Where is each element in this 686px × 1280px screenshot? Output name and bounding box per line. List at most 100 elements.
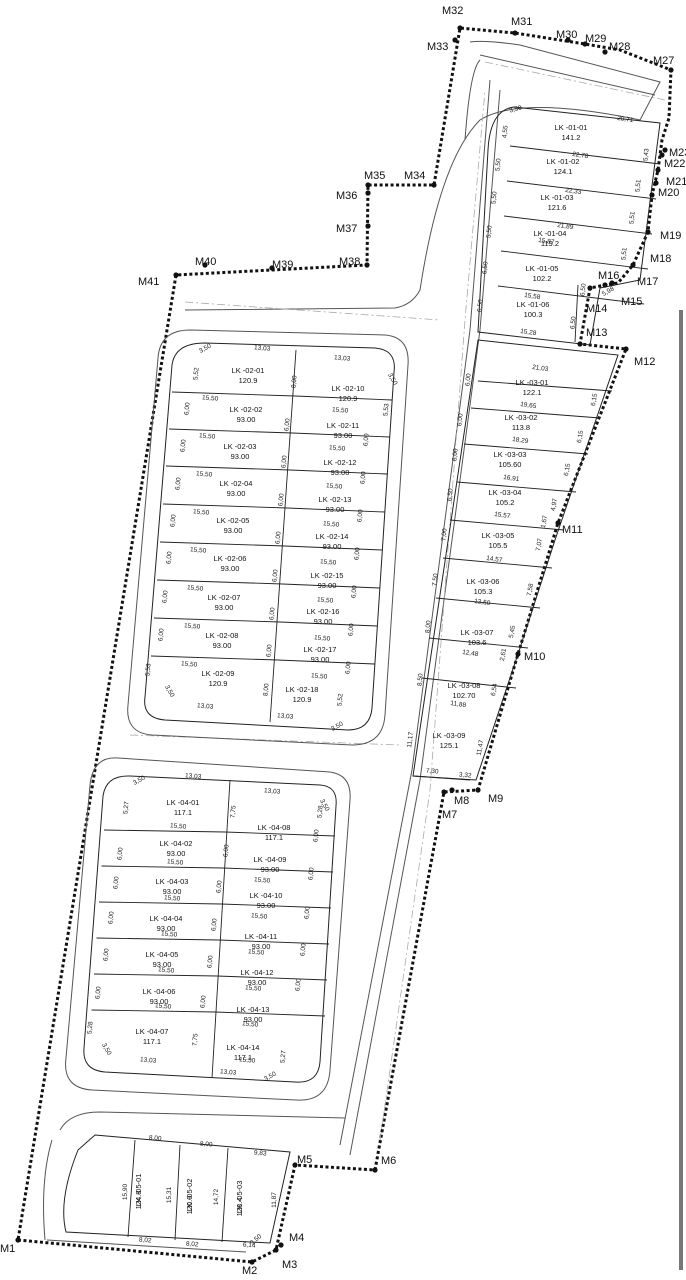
dimension-73: 19,65 xyxy=(520,401,537,410)
dimension-24: 15,50 xyxy=(332,406,349,414)
plot-divider xyxy=(98,901,222,905)
plot-id-b04l-5: LK -04-05 xyxy=(146,950,179,959)
plot-area-b04l-5: 93.00 xyxy=(153,960,172,969)
plot-area-b03-2: 113.8 xyxy=(512,423,530,432)
marker-point-m2 xyxy=(249,1259,255,1265)
plot-id-b02r-1: LK -02-10 xyxy=(332,384,365,393)
dimension-39: 5,52 xyxy=(192,367,200,381)
plot-divider xyxy=(216,975,328,981)
plot-id-b05-1: LK -05-01 xyxy=(134,1174,143,1207)
dimension-87: 8,00 xyxy=(424,620,432,634)
plot-area-b02r-8: 93.00 xyxy=(311,655,330,664)
dimension-77: 14,57 xyxy=(486,555,503,564)
plot-divider xyxy=(287,507,385,513)
dimension-37: 15,50 xyxy=(181,660,198,668)
plot-area-b03-1: 122.1 xyxy=(523,388,542,397)
marker-label-m22: M22 xyxy=(664,158,685,170)
marker-label-m1: M1 xyxy=(0,1243,15,1255)
dimension-78: 13,50 xyxy=(474,598,491,607)
marker-label-m34: M34 xyxy=(404,170,425,182)
plot-area-b04r-4: 93.00 xyxy=(252,942,271,951)
marker-label-m5: M5 xyxy=(297,1154,312,1166)
dimension-53: 6,00 xyxy=(271,569,279,583)
plot-divider xyxy=(477,380,613,392)
plot-divider xyxy=(174,1144,181,1241)
marker-point-m39 xyxy=(269,265,275,271)
plot-divider xyxy=(284,545,383,551)
dimension-131: 5,28 xyxy=(316,805,324,819)
dimension-108: 15,50 xyxy=(251,912,268,920)
plot-divider xyxy=(96,937,220,941)
plot-id-b02l-6: LK -02-06 xyxy=(214,554,247,563)
dimension-52: 6,00 xyxy=(274,531,282,545)
dimension-151: 15,90 xyxy=(122,1183,129,1200)
dimension-140: 3,50 xyxy=(100,1042,113,1057)
dimension-100: 7,30 xyxy=(426,767,440,775)
dimension-132: 6,00 xyxy=(312,829,320,843)
dimension-48: 8,00 xyxy=(290,375,298,389)
plot-area-b04l-2: 93.00 xyxy=(167,849,186,858)
marker-label-m2: M2 xyxy=(242,1265,257,1277)
block-04-inner xyxy=(83,775,337,1083)
dimension-14: 5,51 xyxy=(634,179,642,193)
vertical-scrollbar[interactable] xyxy=(679,310,683,1270)
dimension-91: 6,15 xyxy=(563,463,572,477)
plot-id-b02r-8: LK -02-17 xyxy=(304,645,337,654)
plot-divider xyxy=(500,250,649,270)
marker-point-m40 xyxy=(202,262,208,268)
dimension-61: 6,00 xyxy=(353,547,361,561)
dimension-106: 15,50 xyxy=(254,876,271,884)
marker-point-m38 xyxy=(364,262,370,268)
dimension-126: 6,00 xyxy=(215,880,223,894)
plot-divider xyxy=(412,775,471,781)
plot-id-b02r-5: LK -02-14 xyxy=(316,532,349,541)
plot-divider xyxy=(279,621,378,627)
plot-id-b01-2: LK -01-02 xyxy=(547,157,580,166)
plot-id-b04l-7: LK -04-07 xyxy=(136,1027,169,1036)
marker-point-m21 xyxy=(653,180,659,186)
plot-area-b05-1: 124.8 xyxy=(134,1191,143,1210)
dimension-40: 6,00 xyxy=(183,402,191,416)
marker-label-m31: M31 xyxy=(511,16,532,28)
marker-point-m28 xyxy=(602,49,608,55)
plot-divider xyxy=(442,557,553,569)
marker-label-m39: M39 xyxy=(272,259,293,271)
marker-point-m33 xyxy=(452,37,458,43)
block-02-frame xyxy=(127,329,409,746)
marker-label-m15: M15 xyxy=(621,296,642,308)
plot-area-b02l-9: 120.9 xyxy=(209,679,228,688)
plot-divider-lines xyxy=(91,145,661,1243)
plot-area-b02l-4: 93.00 xyxy=(227,489,246,498)
plot-divider xyxy=(103,829,226,833)
dimension-62: 6,00 xyxy=(350,585,358,599)
marker-label-m7: M7 xyxy=(442,809,457,821)
plot-id-b04r-6: LK -04-13 xyxy=(237,1005,270,1014)
dimension-104: 13,03 xyxy=(264,787,281,795)
marker-point-m32 xyxy=(457,25,463,31)
plot-divider xyxy=(463,443,589,455)
block-04-frame xyxy=(65,757,351,1101)
dimension-33: 15,50 xyxy=(187,584,204,592)
dimension-32: 15,50 xyxy=(320,558,337,566)
dimension-152: 15,31 xyxy=(166,1186,173,1203)
plot-area-b02r-9: 120.9 xyxy=(293,695,312,704)
plot-area-b02l-2: 93.00 xyxy=(237,415,256,424)
dimension-31: 15,50 xyxy=(190,546,207,554)
dimension-118: 6,00 xyxy=(116,847,124,861)
plot-area-b02r-6: 93.00 xyxy=(318,581,337,590)
plot-divider xyxy=(211,779,231,1079)
marker-point-m23 xyxy=(662,147,668,153)
dimension-153: 14,72 xyxy=(213,1188,220,1205)
dimension-labels: 20,7122,7822,3321,8915,8715,5815,284,555… xyxy=(86,104,650,1249)
plot-id-b02l-1: LK -02-01 xyxy=(232,366,265,375)
dimension-103: 13,03 xyxy=(185,772,202,780)
plot-id-b02r-9: LK -02-18 xyxy=(286,685,319,694)
dimension-149: 6,14 xyxy=(243,1241,257,1249)
dimension-45: 6,00 xyxy=(161,590,169,604)
dimension-92: 4,97 xyxy=(550,498,559,512)
plot-area-b04r-7: 117.1 xyxy=(234,1053,252,1062)
plot-area-b03-8: 102.70 xyxy=(453,691,476,700)
dimension-76: 15,57 xyxy=(494,511,511,520)
dimension-8: 5,50 xyxy=(494,158,502,172)
block-05-frame xyxy=(63,1134,291,1244)
